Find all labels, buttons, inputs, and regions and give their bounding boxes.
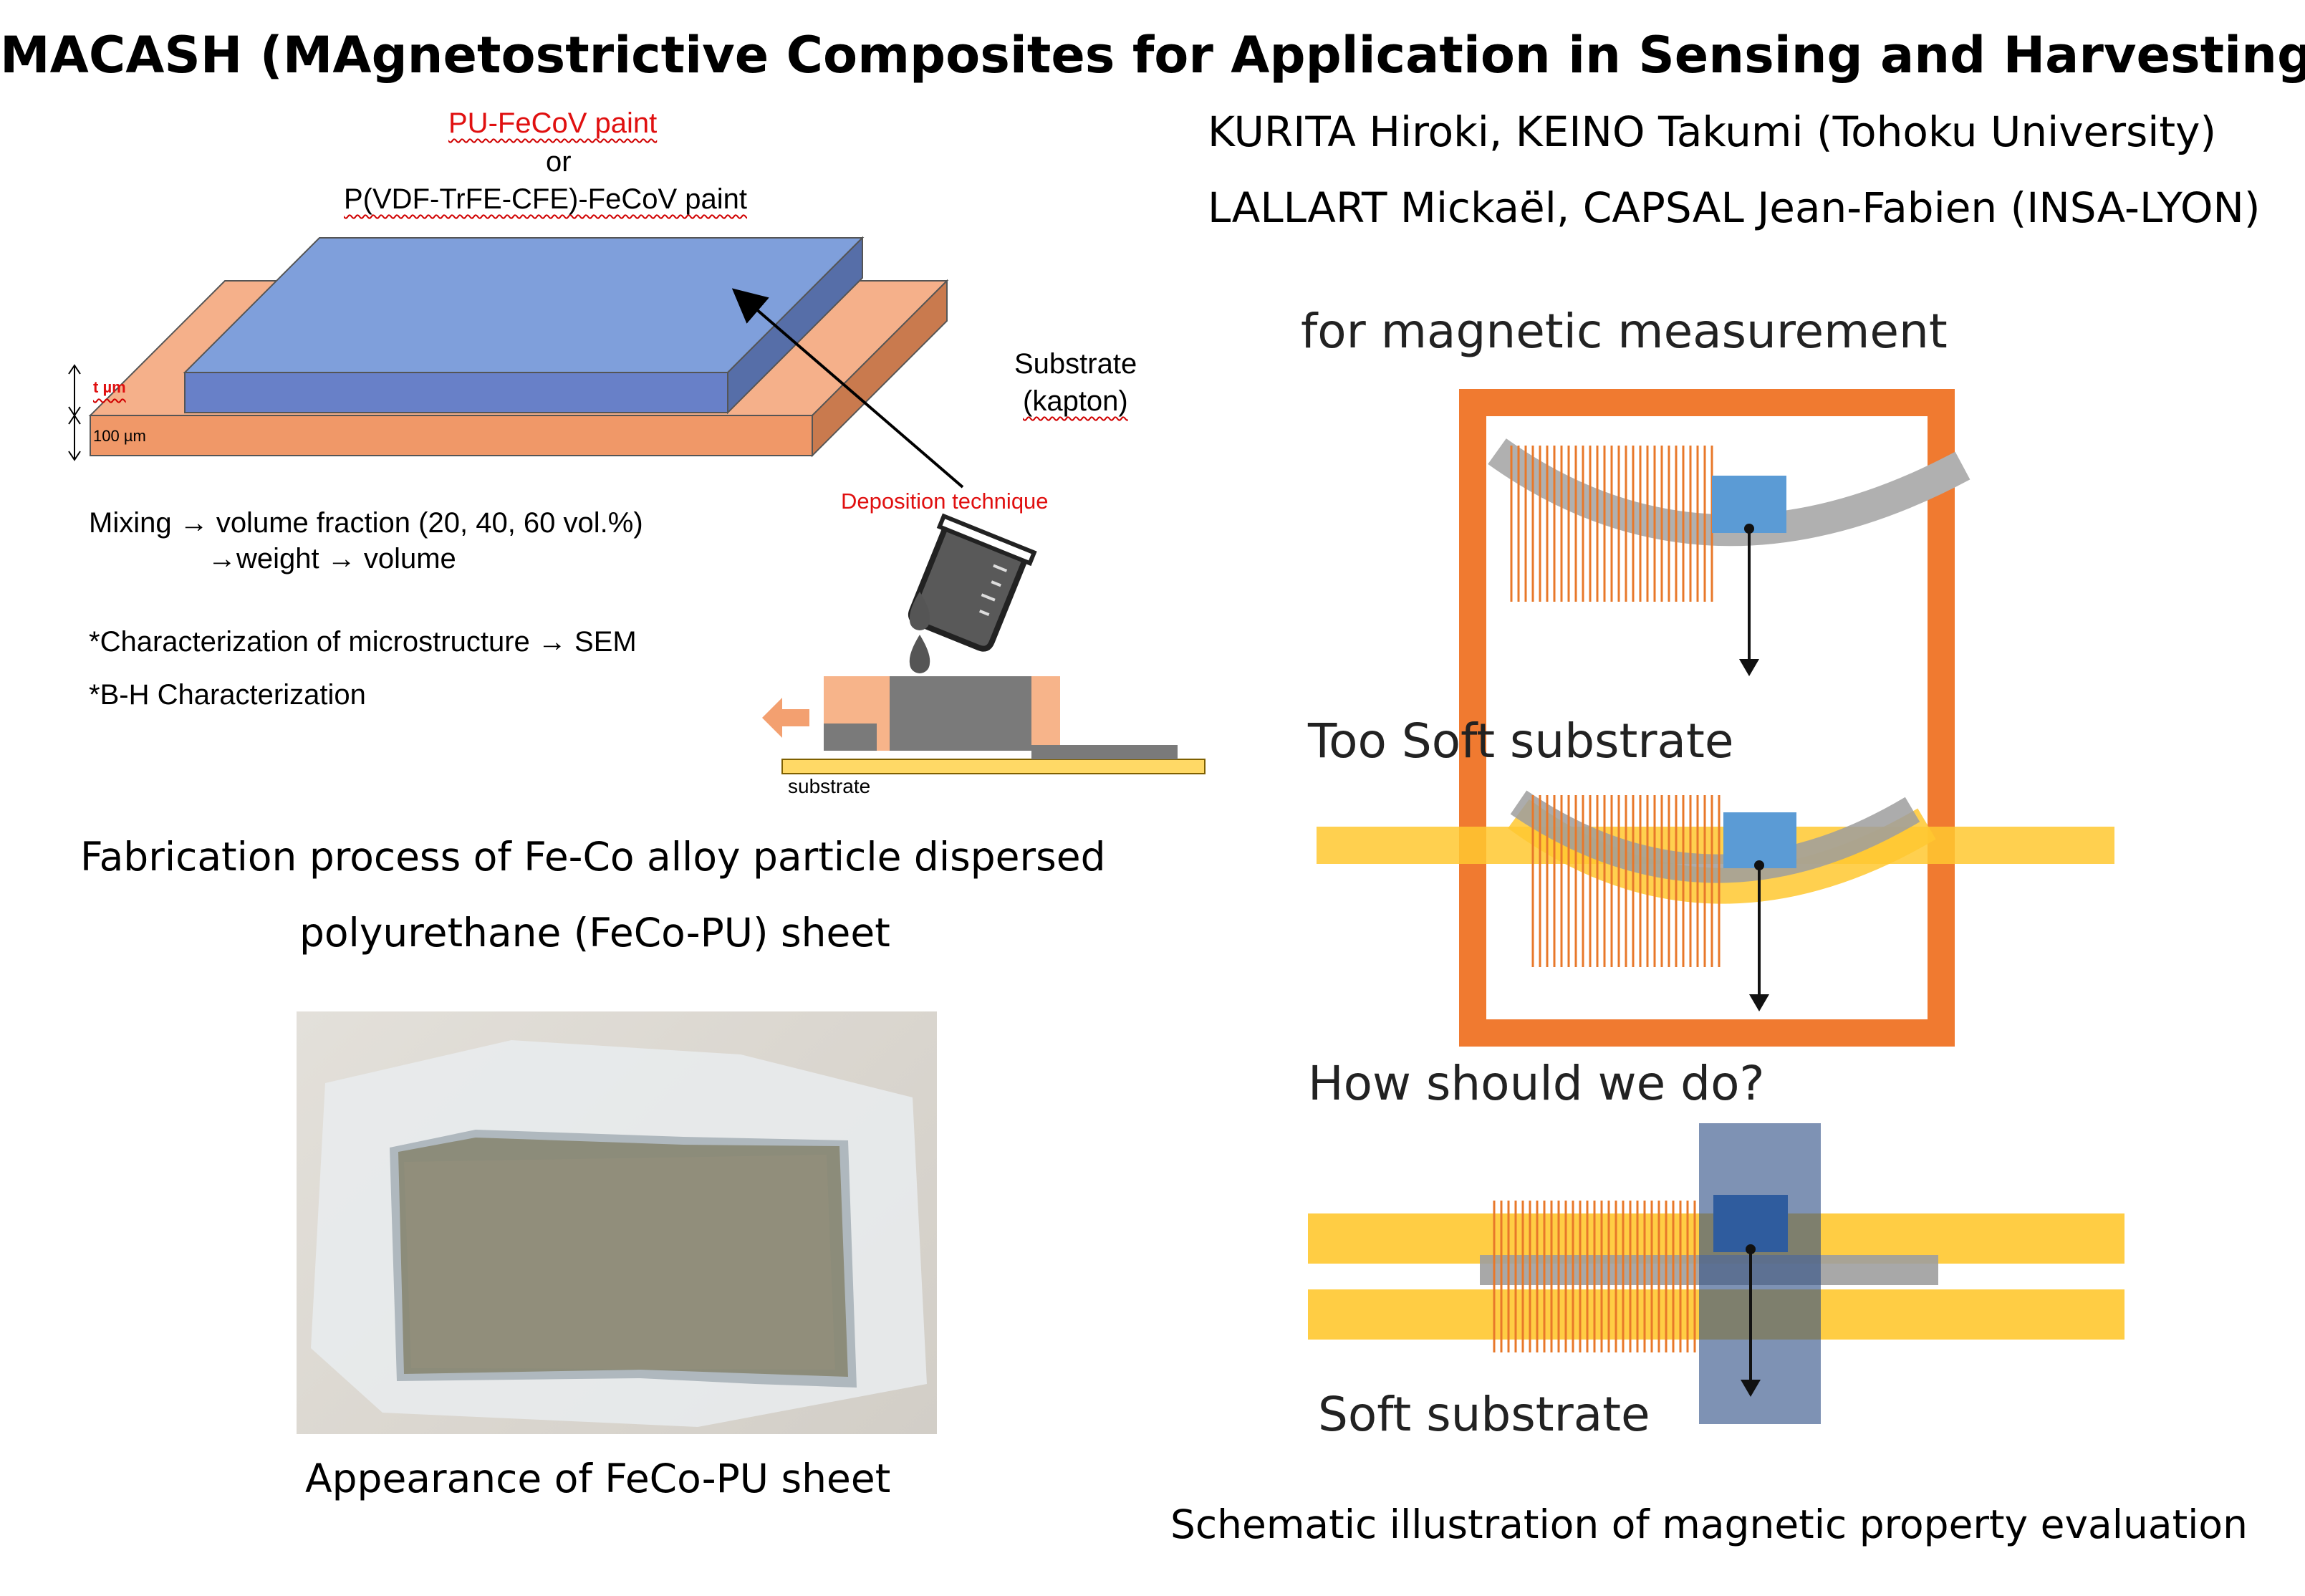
authors-line-2: LALLART Mickaël, CAPSAL Jean-Fabien (INS… bbox=[1208, 183, 2261, 232]
page-title: MACASH (MAgnetostrictive Composites for … bbox=[0, 26, 2305, 85]
measurement-caption: Schematic illustration of magnetic prope… bbox=[1170, 1501, 2248, 1547]
drop-icon bbox=[909, 635, 930, 673]
characterization-bh: *B-H Characterization bbox=[89, 679, 366, 711]
deposition-label: Deposition technique bbox=[841, 489, 1049, 514]
mixing-line-1: Mixing → volume fraction (20, 40, 60 vol… bbox=[89, 507, 643, 539]
deposition-arrow bbox=[731, 288, 964, 489]
paint-layer bbox=[183, 236, 865, 415]
photo-caption: Appearance of FeCo-PU sheet bbox=[305, 1456, 891, 1501]
substrate-label: Substrate bbox=[1014, 348, 1137, 380]
label-how-should-we-do: How should we do? bbox=[1308, 1056, 1765, 1111]
feco-pu-sheet-photo bbox=[297, 1011, 937, 1434]
panel-too-soft bbox=[1317, 790, 2114, 1011]
paint-option-1-label: PU-FeCoV paint bbox=[448, 107, 658, 139]
characterization-sem: *Characterization of microstructure → SE… bbox=[89, 626, 637, 658]
measurement-frame bbox=[1459, 389, 1955, 1047]
fabrication-caption-line-2: polyurethane (FeCo-PU) sheet bbox=[299, 910, 890, 956]
paint-option-2-label: P(VDF-TrFE-CFE)-FeCoV paint bbox=[344, 183, 748, 215]
mixing-line-2: →weight → volume bbox=[208, 543, 456, 575]
sensor-block bbox=[1712, 476, 1786, 533]
substrate-small-label: substrate bbox=[788, 775, 871, 797]
panel-magnetic-measurement bbox=[1488, 438, 1970, 676]
substrate-type-label: (kapton) bbox=[1023, 385, 1128, 417]
heading-magnetic-measurement: for magnetic measurement bbox=[1301, 304, 1948, 359]
paint-or-label: or bbox=[546, 146, 572, 178]
fabrication-caption-line-1: Fabrication process of Fe-Co alloy parti… bbox=[80, 834, 1106, 880]
label-too-soft-substrate: Too Soft substrate bbox=[1308, 713, 1734, 769]
coil-lines bbox=[1510, 446, 1713, 602]
authors-line-1: KURITA Hiroki, KEINO Takumi (Tohoku Univ… bbox=[1208, 107, 2217, 156]
blade-coating-icon bbox=[762, 676, 1206, 774]
label-soft-substrate: Soft substrate bbox=[1318, 1387, 1650, 1442]
force-arrow bbox=[1739, 659, 1759, 676]
thickness-100-label: 100 µm bbox=[93, 427, 146, 445]
panel-soft-substrate bbox=[1308, 1123, 2124, 1424]
clamp-block bbox=[1699, 1123, 1821, 1424]
thickness-t-label: t µm bbox=[93, 378, 126, 396]
drop-icon bbox=[909, 592, 930, 630]
